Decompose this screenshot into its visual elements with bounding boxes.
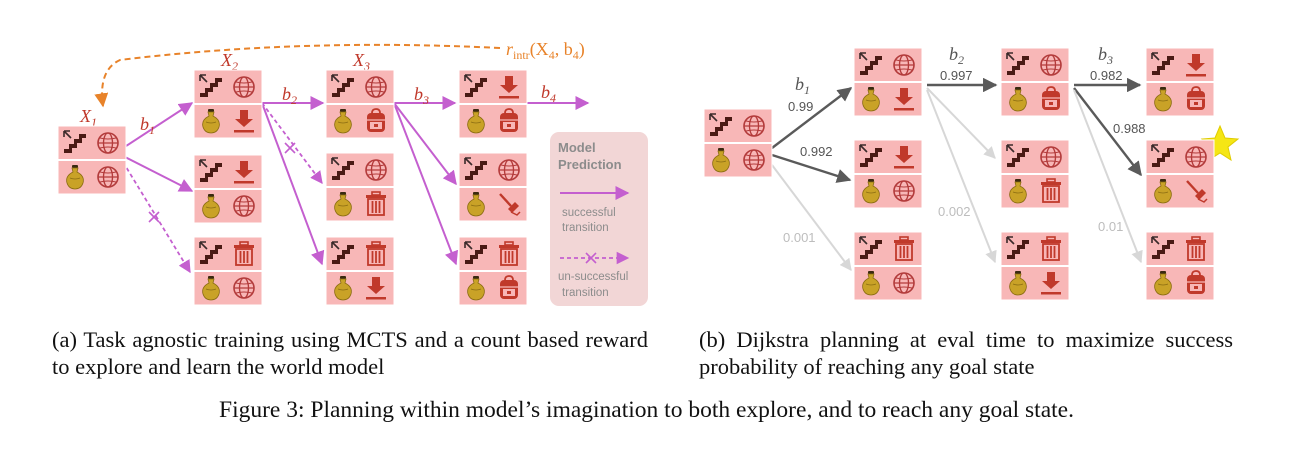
prob-b3-mid: 0.988 (1113, 121, 1146, 136)
state-node (458, 152, 528, 222)
panel-a-edges (94, 43, 590, 274)
label-b3-b: b3 (1098, 44, 1113, 67)
label-x2: X2 (220, 50, 238, 73)
state-node (853, 47, 923, 117)
label-b4-a: b4 (541, 82, 556, 105)
panel-b-edges (771, 77, 1143, 271)
prob-b3-top: 0.982 (1090, 68, 1123, 83)
legend-title-2: Prediction (558, 157, 622, 172)
state-node (193, 154, 263, 224)
prob-b3-low: 0.01 (1098, 219, 1123, 234)
legend: Model Prediction successful transition u… (550, 132, 648, 306)
label-b2-b: b2 (949, 44, 964, 67)
state-node (853, 231, 923, 301)
figure-caption: Figure 3: Planning within model’s imagin… (219, 397, 1074, 423)
label-b3-a: b3 (414, 84, 429, 107)
state-node (853, 139, 923, 209)
label-x1: X1 (79, 106, 97, 129)
panel-a-labels: X1 X2 X3 b1 b2 b3 b4 rintr(X4, b4) (79, 39, 585, 137)
label-b1-a: b1 (140, 114, 155, 137)
state-node (1000, 139, 1070, 209)
state-node (325, 236, 395, 306)
state-node (458, 69, 528, 139)
state-node (1145, 47, 1215, 117)
label-reward: rintr(X4, b4) (506, 39, 585, 62)
state-node (1000, 231, 1070, 301)
caption-b: (b) Dijkstra planning at eval time to ma… (699, 327, 1233, 379)
legend-success-2: transition (562, 222, 609, 234)
panel-b-labels: b1 b2 b3 0.99 0.992 0.001 0.997 0.002 0.… (783, 44, 1240, 245)
label-b2-a: b2 (282, 84, 297, 107)
state-node (458, 236, 528, 306)
legend-title-1: Model (558, 140, 596, 155)
state-node (193, 236, 263, 306)
label-x3: X3 (352, 50, 370, 73)
state-node (325, 152, 395, 222)
legend-fail-2: transition (562, 287, 609, 299)
state-node (325, 69, 395, 139)
prob-b2-top: 0.997 (940, 68, 973, 83)
state-node (703, 108, 773, 178)
state-node (193, 69, 263, 139)
state-nodes (57, 47, 1215, 306)
legend-success-1: successful (562, 207, 616, 219)
state-node (57, 125, 127, 195)
prob-b1-mid: 0.992 (800, 144, 833, 159)
caption-a: (a) Task agnostic training using MCTS an… (52, 327, 648, 379)
legend-fail-1: un-successful (558, 271, 628, 283)
state-node (1000, 47, 1070, 117)
state-node (1145, 231, 1215, 301)
prob-b2-low: 0.002 (938, 204, 971, 219)
prob-b1-bot: 0.001 (783, 230, 816, 245)
state-node (1145, 139, 1215, 209)
prob-b1-top: 0.99 (788, 99, 813, 114)
label-b1-b: b1 (795, 74, 810, 97)
